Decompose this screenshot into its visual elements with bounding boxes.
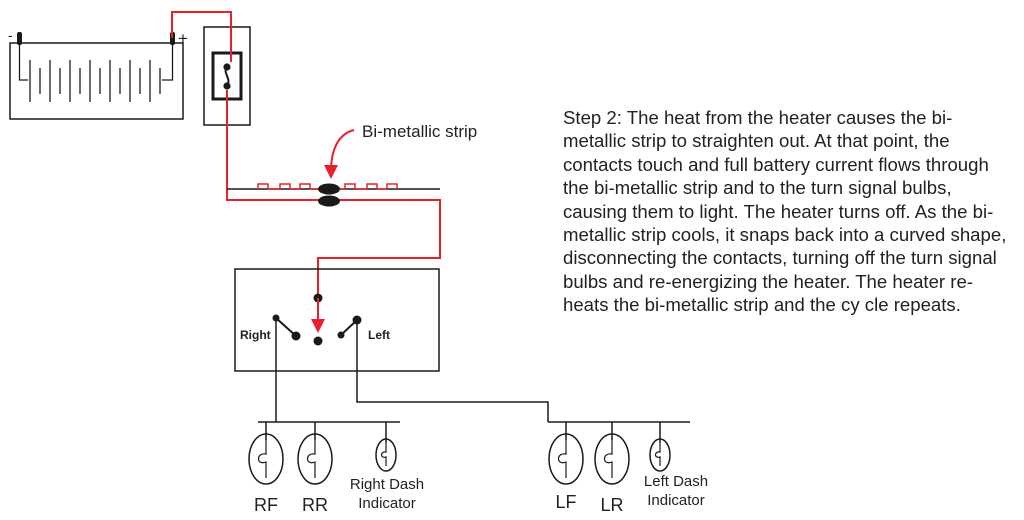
- label-right-dash-1: Right Dash: [350, 476, 424, 493]
- current-path: [171, 11, 441, 298]
- battery: - +: [8, 27, 188, 120]
- switch-left-label: Left: [368, 328, 390, 342]
- label-rr: RR: [302, 495, 328, 515]
- bulb-lf: [548, 433, 584, 485]
- upper-contact: [318, 183, 340, 195]
- label-left-dash-2: Indicator: [647, 492, 705, 509]
- battery-negative-terminal: [17, 32, 22, 45]
- bimetallic-strip-label: Bi-metallic strip: [362, 122, 477, 141]
- bulb-rf: [248, 433, 284, 485]
- step-description: Step 2: The heat from the heater causes …: [563, 107, 1007, 316]
- label-lr: LR: [600, 495, 623, 515]
- battery-cells: [29, 60, 161, 102]
- switch-right-label: Right: [240, 328, 271, 342]
- label-rf: RF: [254, 495, 278, 515]
- bulb-left-dash: [649, 438, 671, 472]
- strip-label-arrow: [324, 129, 355, 179]
- label-left-dash-1: Left Dash: [644, 473, 708, 490]
- bimetallic-strip: [227, 183, 440, 207]
- turn-signal-switch: Right Left: [234, 268, 440, 372]
- bulb-wiring: [258, 318, 690, 443]
- battery-positive-label: +: [178, 29, 188, 48]
- bulb-rr: [297, 433, 333, 485]
- lower-contact: [318, 195, 340, 207]
- label-right-dash-2: Indicator: [358, 495, 416, 512]
- bulb-lr: [594, 433, 630, 485]
- bulb-right-dash: [375, 438, 397, 472]
- label-lf: LF: [555, 492, 576, 512]
- battery-negative-label: -: [8, 27, 13, 43]
